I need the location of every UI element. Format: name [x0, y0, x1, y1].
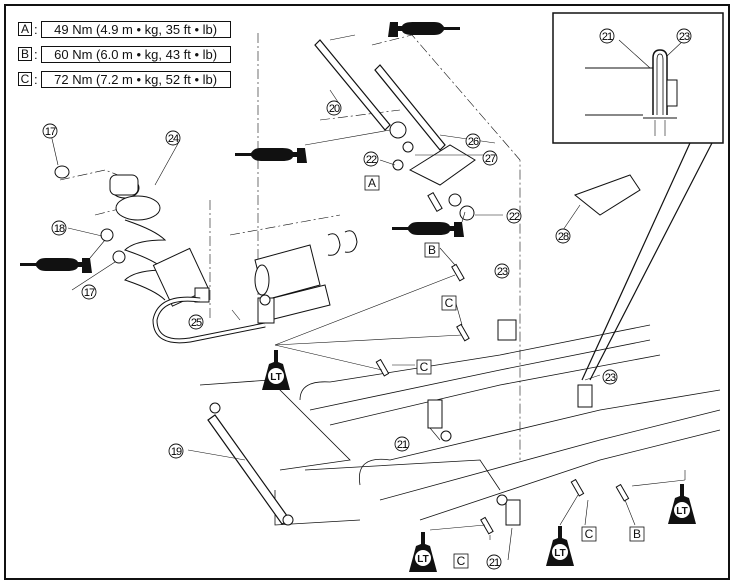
torque-legend-a: A : 49 Nm (4.9 m • kg, 35 ft • lb) [18, 20, 231, 38]
rod-20 [314, 39, 391, 131]
callout-23: 23 [602, 369, 618, 385]
callout-17: 17 [42, 123, 58, 139]
torque-legend-c: C : 72 Nm (7.2 m • kg, 52 ft • lb) [18, 70, 231, 88]
grease-gun-icon [20, 258, 92, 273]
svg-text:A: A [368, 176, 376, 190]
locktite-bottle-icon: LT [409, 532, 437, 572]
svg-text:C: C [420, 360, 429, 374]
svg-text:20: 20 [329, 103, 340, 115]
locktite-bottle-icon: LT [546, 526, 574, 566]
reservoir [254, 230, 358, 324]
svg-text:25: 25 [191, 317, 202, 329]
torque-legend-b: B : 60 Nm (6.0 m • kg, 43 ft • lb) [18, 45, 231, 63]
svg-text:B: B [428, 243, 436, 257]
grease-gun-icon [235, 148, 307, 163]
rod-19 [207, 414, 291, 525]
torque-colon: : [34, 21, 38, 37]
torque-value-c: 72 Nm (7.2 m • kg, 52 ft • lb) [40, 70, 231, 88]
svg-text:24: 24 [168, 133, 179, 145]
svg-text:21: 21 [397, 439, 408, 451]
inset-detail [552, 12, 724, 381]
torque-value-b: 60 Nm (6.0 m • kg, 43 ft • lb) [40, 45, 231, 63]
grease-gun-icon [388, 22, 460, 37]
svg-text:LT: LT [417, 554, 428, 565]
callout-22: 22 [363, 151, 379, 167]
torque-label-c: C [453, 553, 469, 569]
callout-19: 19 [168, 443, 184, 459]
svg-text:27: 27 [485, 153, 496, 165]
torque-colon: : [34, 71, 38, 87]
svg-text:18: 18 [54, 223, 65, 235]
torque-value-a: 49 Nm (4.9 m • kg, 35 ft • lb) [40, 20, 231, 38]
svg-text:22: 22 [366, 154, 377, 166]
callout-25: 25 [188, 314, 204, 330]
svg-text:23: 23 [679, 31, 690, 43]
torque-label-b: B [629, 526, 645, 542]
torque-label-c: C [581, 526, 597, 542]
callout-21: 21 [486, 554, 502, 570]
svg-text:23: 23 [497, 266, 508, 278]
callout-23-inset: 23 [676, 28, 692, 44]
callout-21: 21 [394, 436, 410, 452]
svg-text:LT: LT [554, 548, 565, 559]
callout-24: 24 [165, 130, 181, 146]
svg-text:23: 23 [605, 372, 616, 384]
svg-text:C: C [457, 554, 466, 568]
torque-label-b: B [424, 242, 440, 258]
svg-text:C: C [585, 527, 594, 541]
grease-gun-icon [392, 222, 464, 237]
locktite-bottle-icon: LT [262, 350, 290, 390]
torque-colon: : [34, 46, 38, 62]
svg-text:21: 21 [602, 31, 613, 43]
callout-26: 26 [465, 133, 481, 149]
callout-21-inset: 21 [599, 28, 615, 44]
svg-text:B: B [633, 527, 641, 541]
svg-text:LT: LT [270, 372, 281, 383]
svg-text:26: 26 [468, 136, 479, 148]
torque-key-c: C [18, 72, 32, 86]
callout-28: 28 [555, 228, 571, 244]
svg-text:LT: LT [676, 506, 687, 517]
callout-18: 18 [51, 220, 67, 236]
callout-20: 20 [326, 100, 342, 116]
callout-17: 17 [81, 284, 97, 300]
svg-text:28: 28 [558, 231, 569, 243]
svg-text:C: C [445, 296, 454, 310]
locktite-bottle-icon: LT [668, 484, 696, 524]
svg-text:17: 17 [45, 126, 56, 138]
torque-key-a: A [18, 22, 32, 36]
callout-22: 22 [506, 208, 522, 224]
svg-text:22: 22 [509, 211, 520, 223]
svg-text:17: 17 [84, 287, 95, 299]
callout-23: 23 [494, 263, 510, 279]
torque-label-a: A [364, 175, 380, 191]
svg-text:19: 19 [171, 446, 182, 458]
shock-absorber [109, 174, 266, 344]
callout-27: 27 [482, 150, 498, 166]
torque-key-b: B [18, 47, 32, 61]
torque-label-c: C [441, 295, 457, 311]
torque-label-c: C [416, 359, 432, 375]
rod-26 [374, 64, 446, 151]
svg-text:21: 21 [489, 557, 500, 569]
